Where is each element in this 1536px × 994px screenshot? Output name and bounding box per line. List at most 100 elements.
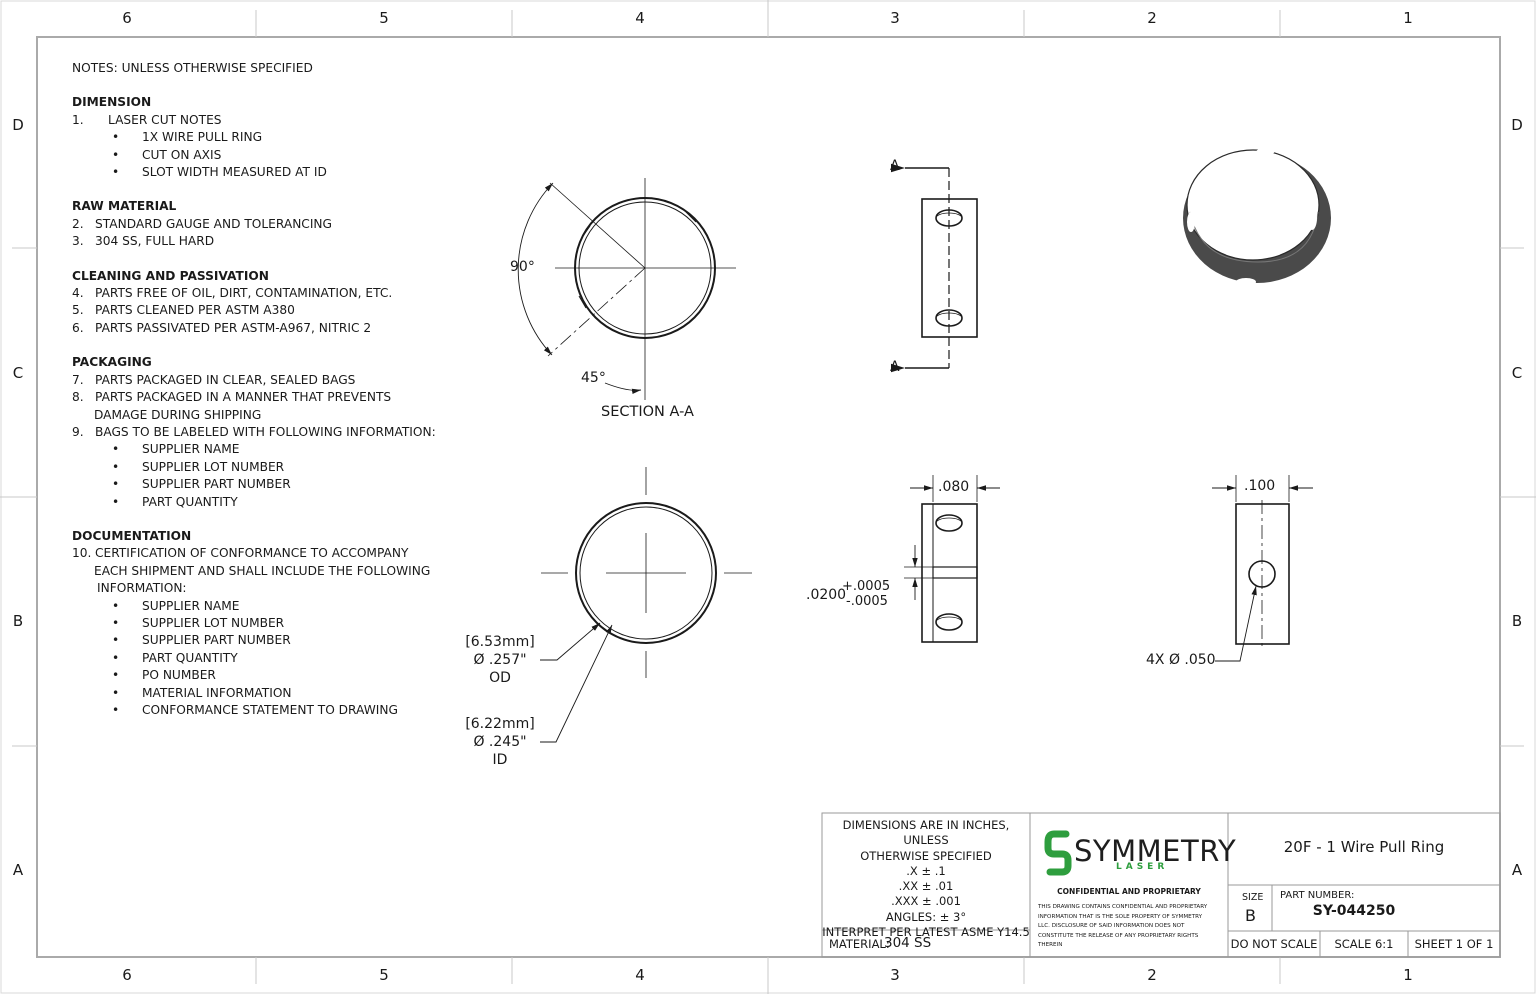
note-number: 4. [72, 286, 84, 301]
zone-row-b-left: B [12, 612, 24, 630]
zone-col-2-top: 2 [1147, 9, 1157, 27]
note-text: PARTS FREE OF OIL, DIRT, CONTAMINATION, … [95, 286, 393, 301]
zone-col-3-top: 3 [890, 9, 900, 27]
note-item: 5.PARTS CLEANED PER ASTM A380 [72, 302, 452, 319]
zone-row-c-left: C [12, 364, 24, 382]
note-bullet-text: SUPPLIER PART NUMBER [142, 477, 291, 492]
note-number: 6. [72, 320, 84, 335]
note-item: 2.STANDARD GAUGE AND TOLERANCING [72, 216, 452, 233]
note-number: 1. [72, 112, 84, 127]
note-bullet-text: SUPPLIER NAME [142, 598, 240, 613]
tolerance-line: OTHERWISE SPECIFIED [860, 848, 992, 863]
note-text: PARTS PACKAGED IN CLEAR, SEALED BAGS [95, 372, 356, 387]
note-item: 9. BAGS TO BE LABELED WITH FOLLOWING INFO… [72, 424, 452, 441]
note-bullet: •1X WIRE PULL RING [72, 129, 452, 146]
confidential-text: THIS DRAWING CONTAINS CONFIDENTIAL AND P… [1038, 903, 1226, 951]
id-mm: [6.22mm] [465, 716, 535, 732]
note-item: 1.LASER CUT NOTES [72, 112, 452, 129]
note-bullet: •CUT ON AXIS [72, 147, 452, 164]
notes-section-title: PACKAGING [72, 355, 152, 370]
zone-row-a-left: A [12, 861, 24, 879]
note-bullet-text: SLOT WIDTH MEASURED AT ID [142, 165, 327, 180]
notes-section-title: CLEANING AND PASSIVATION [72, 268, 269, 283]
note-continuation: EACH SHIPMENT AND SHALL INCLUDE THE FOLL… [94, 563, 431, 578]
note-bullet-text: PART QUANTITY [142, 494, 238, 509]
section-view [517, 178, 736, 400]
zone-col-4-top: 4 [635, 9, 645, 27]
part-title: 20F - 1 Wire Pull Ring [1283, 838, 1445, 856]
note-bullet-text: SUPPLIER LOT NUMBER [142, 615, 285, 630]
note-number: 5. [72, 303, 84, 318]
zone-col-2-bottom: 2 [1147, 966, 1157, 984]
zone-col-6-bottom: 6 [122, 966, 132, 984]
note-item: 3. 304 SS, FULL HARD [72, 233, 452, 250]
notes-section-title: DIMENSION [72, 95, 152, 110]
note-bullet: •SUPPLIER NAME [72, 441, 452, 458]
gap-dim-minus: -.0005 [846, 594, 888, 609]
note-text: PARTS PACKAGED IN A MANNER THAT PREVENTS [95, 390, 392, 405]
note-item: 4. PARTS FREE OF OIL, DIRT, CONTAMINATION… [72, 285, 452, 302]
side-view-slot [904, 475, 1000, 643]
section-label: SECTION A-A [601, 404, 694, 420]
front-view [540, 467, 752, 743]
notes-body: DIMENSION 1.LASER CUT NOTES•1X WIRE PULL … [72, 94, 452, 719]
notes-section-title: RAW MATERIAL [72, 199, 177, 214]
note-number: 3. [72, 234, 84, 249]
note-continuation: INFORMATION: [97, 581, 187, 596]
confidential-line: THEREIN [1038, 942, 1063, 948]
dim-100: .100 [1244, 478, 1276, 494]
note-bullet: •SUPPLIER PART NUMBER [72, 476, 452, 493]
zone-row-b-right: B [1511, 612, 1523, 630]
logo-mark [1044, 830, 1072, 876]
size-value: B [1245, 906, 1256, 925]
note-bullet: •SUPPLIER LOT NUMBER [72, 615, 452, 632]
note-text: 304 SS, FULL HARD [95, 234, 215, 249]
note-text: PARTS PASSIVATED PER ASTM-A967, NITRIC 2 [95, 320, 372, 335]
drawing-notes: NOTES: UNLESS OTHERWISE SPECIFIED DIMENS… [72, 60, 452, 719]
confidential-line: INFORMATION THAT IS THE SOLE PROPERTY OF… [1038, 913, 1203, 920]
note-bullet-text: SUPPLIER PART NUMBER [142, 633, 291, 648]
note-bullet-text: CONFORMANCE STATEMENT TO DRAWING [142, 703, 398, 717]
tolerance-line: .X ± .1 [906, 863, 946, 878]
note-bullet-text: 1X WIRE PULL RING [142, 130, 263, 145]
zone-col-5-bottom: 5 [379, 966, 389, 984]
note-bullet-text: PO NUMBER [142, 668, 216, 683]
note-number: 10. [72, 546, 92, 561]
note-item: 7.PARTS PACKAGED IN CLEAR, SEALED BAGS [72, 372, 452, 389]
note-number: 9. [72, 424, 84, 439]
note-item: 8.PARTS PACKAGED IN A MANNER THAT PREVEN… [72, 389, 452, 406]
confidential-line: CONSTITUTE THE RELEASE OF ANY PROPRIETAR… [1038, 932, 1199, 939]
note-text: BAGS TO BE LABELED WITH FOLLOWING INFORM… [95, 424, 436, 439]
note-bullet: •PART QUANTITY [72, 494, 452, 511]
zone-col-4-bottom: 4 [635, 966, 645, 984]
note-bullet-text: SUPPLIER NAME [142, 442, 240, 457]
note-bullet: •SLOT WIDTH MEASURED AT ID [72, 164, 452, 181]
angle-90-label: 90° [510, 259, 535, 275]
part-number-label: PART NUMBER: [1280, 890, 1355, 901]
logo-wordmark: SYMMETRY [1074, 834, 1237, 868]
hole-callout: 4X Ø .050 [1146, 652, 1216, 668]
zone-col-1-top: 1 [1403, 9, 1413, 27]
note-bullet: •SUPPLIER LOT NUMBER [72, 459, 452, 476]
id-callout: [6.22mm] Ø .245" ID [460, 715, 540, 769]
zone-col-6-top: 6 [122, 9, 132, 27]
side-view-cut [891, 163, 978, 373]
part-number: SY-044250 [1312, 903, 1396, 919]
dim-080: .080 [938, 479, 970, 495]
note-bullet: •MATERIAL INFORMATION [72, 685, 452, 702]
zone-row-d-left: D [12, 116, 24, 134]
confidential-title: CONFIDENTIAL AND PROPRIETARY [1057, 887, 1201, 896]
note-item: 10.CERTIFICATION OF CONFORMANCE TO ACCOM… [72, 545, 452, 562]
tolerance-block: DIMENSIONS ARE IN INCHES, UNLESS OTHERWI… [822, 818, 1030, 940]
tolerance-line: .XX ± .01 [898, 879, 954, 894]
angle-45-label: 45° [581, 370, 606, 386]
zone-col-3-bottom: 3 [890, 966, 900, 984]
note-bullet-text: SUPPLIER LOT NUMBER [142, 459, 285, 474]
zone-row-d-right: D [1511, 116, 1523, 134]
note-continuation: DAMAGE DURING SHIPPING [94, 407, 262, 422]
gap-dim-base: .0200 [806, 587, 847, 603]
note-bullet-text: PART QUANTITY [142, 650, 238, 665]
gap-dim-plus: +.0005 [842, 579, 891, 594]
